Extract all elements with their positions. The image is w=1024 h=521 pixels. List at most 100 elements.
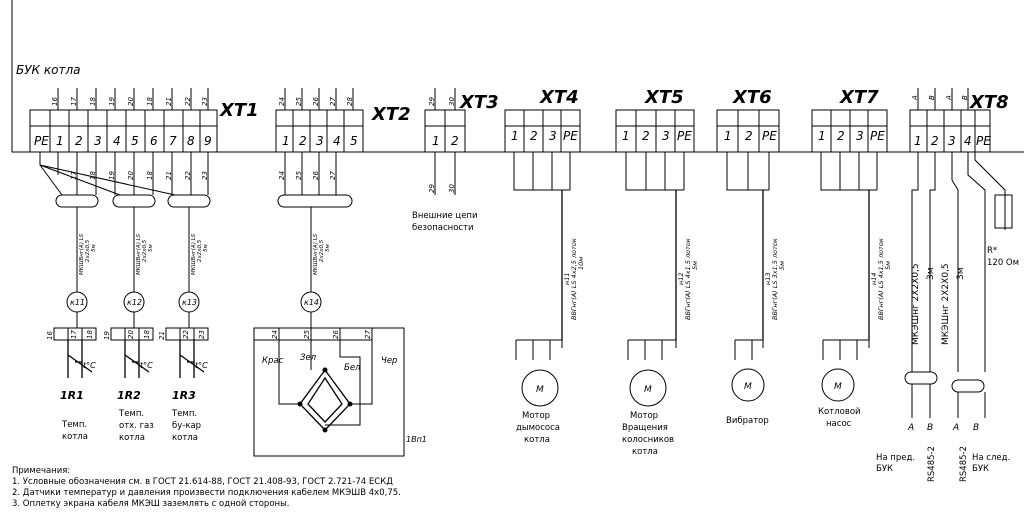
sensor-1r3: 21 22 23 t°C 1R3 Темп. бу-кар котла — [158, 327, 209, 443]
svg-text:PE: PE — [762, 129, 777, 143]
note-2: 2. Датчики температур и давления произве… — [12, 488, 401, 498]
k11-len: 5м — [91, 244, 97, 252]
svg-text:B: B — [928, 95, 936, 100]
svg-text:20: 20 — [127, 330, 135, 339]
k11-id: к11 — [70, 298, 85, 307]
svg-text:ВВГнг(А) LS 4х2,5 лоток: ВВГнг(А) LS 4х2,5 лоток — [570, 238, 578, 320]
svg-text:2: 2 — [642, 129, 650, 143]
cable-marker-k12 — [123, 291, 145, 313]
svg-text:ВВГнг(А) LS 4х1,5 лоток: ВВГнг(А) LS 4х1,5 лоток — [684, 238, 692, 320]
xt1-t-1: 1 — [56, 134, 64, 148]
cable-shield-k13 — [167, 194, 211, 208]
svg-text:насос: насос — [826, 419, 852, 429]
svg-text:Котловой: Котловой — [818, 407, 861, 417]
svg-text:Крас: Крас — [262, 356, 284, 366]
svg-text:21: 21 — [158, 331, 166, 340]
xt2-name: XT2 — [371, 104, 411, 125]
svg-text:XT6: XT6 — [732, 87, 772, 108]
xt1-top-wire-1: 16 — [51, 97, 59, 106]
sensor-1r2: 19 20 18 t°C 1R2 Темп. отх. газ котла — [103, 327, 154, 443]
svg-text:ВВГнг(А) LS 3х1,5 лоток: ВВГнг(А) LS 3х1,5 лоток — [771, 238, 779, 320]
terminal-strip-xt8: XT8 1 2 3 4 PE A B A B R* 120 Ом МКЭШнг … — [876, 88, 1019, 482]
svg-text:5м: 5м — [691, 261, 699, 270]
svg-text:4: 4 — [333, 134, 341, 148]
svg-text:19: 19 — [103, 331, 111, 340]
svg-text:t°C: t°C — [83, 361, 96, 370]
svg-text:3м: 3м — [956, 267, 966, 280]
svg-text:PE: PE — [677, 129, 692, 143]
svg-text:1: 1 — [282, 134, 290, 148]
cable-marker-k13 — [178, 291, 200, 313]
svg-text:5: 5 — [350, 134, 358, 148]
svg-text:A: A — [952, 423, 959, 433]
svg-text:МКЭШнг 2Х2Х0,5: МКЭШнг 2Х2Х0,5 — [911, 263, 921, 345]
svg-text:26: 26 — [312, 97, 320, 106]
svg-text:23: 23 — [198, 330, 206, 339]
svg-text:28: 28 — [346, 97, 354, 106]
cable-shield-k14 — [277, 194, 353, 208]
svg-text:бу-кар: бу-кар — [172, 421, 201, 431]
svg-text:На след.: На след. — [972, 453, 1010, 463]
xt1-sensor-wiring: 17 18 19 20 18 21 22 23 МКШВнг(А) LS 2х2… — [39, 152, 211, 328]
svg-text:t°C: t°C — [140, 361, 153, 370]
xt1-t-5: 5 — [131, 134, 139, 148]
svg-text:2х2х0,5: 2х2х0,5 — [319, 239, 325, 262]
xt1-top-wire-9: 23 — [201, 97, 209, 106]
motor-m2 — [629, 369, 667, 407]
notes-title: Примечания: — [12, 466, 71, 476]
k11-spec: МКШВнг(А) LS — [79, 233, 85, 275]
svg-text:1: 1 — [432, 134, 440, 148]
svg-text:1: 1 — [914, 134, 922, 148]
xt1-bot-wire-5: 18 — [146, 171, 154, 180]
svg-text:На пред.: На пред. — [876, 453, 915, 463]
svg-text:Зел: Зел — [300, 353, 317, 363]
bus-shield-next — [951, 379, 985, 393]
xt1-t-7: 7 — [169, 134, 177, 148]
terminal-strip-xt5: XT5 1 2 3 PE н12 ВВГнг(А) LS 4х1,5 лоток… — [615, 87, 699, 457]
terminal-strip-xt6: XT6 1 2 PE н13 ВВГнг(А) LS 3х1,5 лоток 5… — [716, 87, 786, 426]
svg-text:Темп.: Темп. — [61, 420, 87, 430]
svg-text:25: 25 — [303, 330, 311, 339]
xt1-bot-wire-1: 17 — [70, 171, 78, 180]
safety-label-2: безопасности — [412, 223, 474, 233]
svg-text:PE: PE — [976, 134, 991, 148]
svg-text:М: М — [644, 385, 652, 395]
svg-text:3: 3 — [316, 134, 324, 148]
svg-text:5м: 5м — [778, 261, 786, 270]
svg-text:30: 30 — [448, 97, 456, 106]
svg-text:3м: 3м — [926, 267, 936, 280]
svg-text:2: 2 — [745, 129, 753, 143]
motor-m3 — [731, 368, 765, 402]
cable-shield-k11 — [55, 194, 99, 208]
svg-text:A: A — [945, 95, 953, 101]
xt1-name: XT1 — [219, 100, 259, 121]
svg-text:26: 26 — [312, 171, 320, 180]
k13-spec: МКШВнг(А) LS — [191, 233, 197, 275]
xt1-t-4: 4 — [113, 134, 121, 148]
svg-text:МКШВнг(А) LS: МКШВнг(А) LS — [313, 233, 319, 275]
svg-text:1: 1 — [724, 129, 732, 143]
svg-text:н11: н11 — [563, 272, 571, 285]
motor-m4 — [821, 368, 855, 402]
svg-text:Вращения: Вращения — [622, 423, 668, 433]
svg-text:XT4: XT4 — [539, 87, 579, 108]
svg-text:16: 16 — [46, 331, 54, 340]
svg-text:22: 22 — [182, 330, 190, 339]
svg-text:18: 18 — [143, 330, 151, 339]
svg-text:29: 29 — [428, 97, 436, 106]
svg-text:B: B — [961, 95, 969, 100]
svg-text:М: М — [744, 382, 752, 392]
notes-block: Примечания: 1. Условные обозначения см. … — [12, 466, 652, 510]
xt1-bot-wire-4: 20 — [127, 171, 135, 180]
svg-text:XT3: XT3 — [459, 92, 499, 113]
svg-text:Мотор: Мотор — [522, 411, 550, 421]
svg-text:2: 2 — [931, 134, 939, 148]
svg-text:27: 27 — [364, 330, 372, 339]
terminal-strip-xt2: XT2 1 2 3 4 5 24 25 26 27 28 24 25 26 27… — [275, 88, 411, 328]
svg-text:Темп.: Темп. — [171, 409, 197, 419]
k13-size: 2х2х0,5 — [197, 239, 203, 262]
svg-text:н13: н13 — [764, 272, 772, 285]
svg-text:М: М — [536, 385, 544, 395]
xt1-top-wire-5: 20 — [127, 97, 135, 106]
